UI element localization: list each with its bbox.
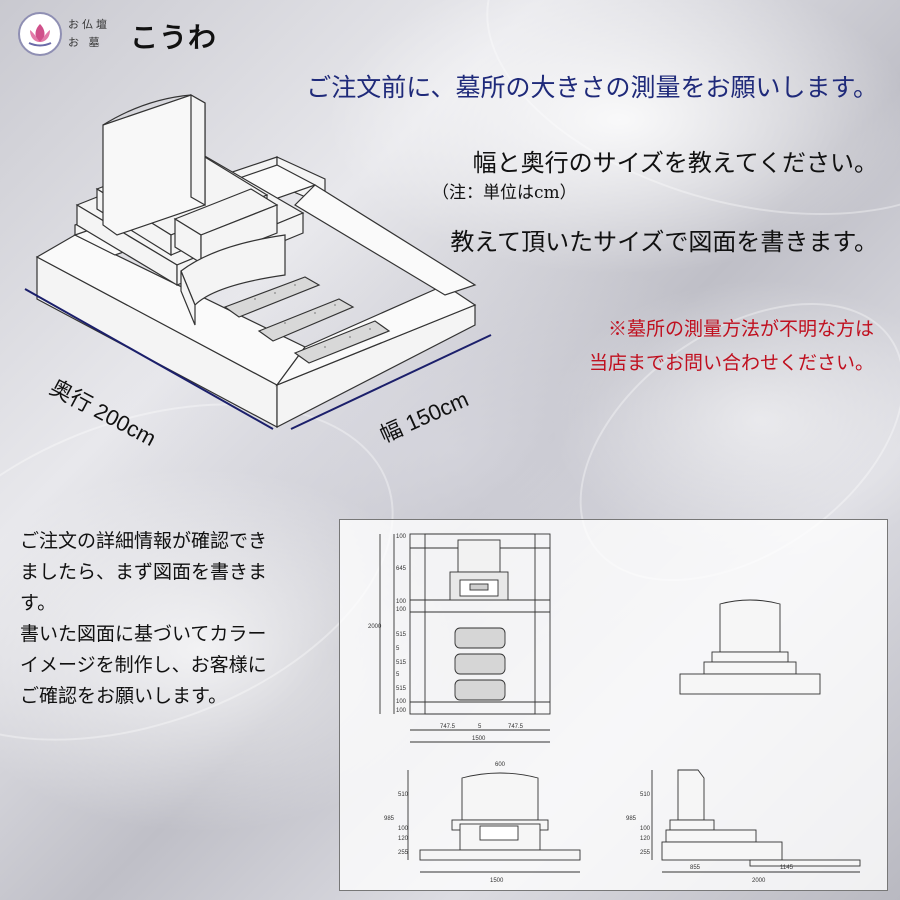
instruction-line-2: 教えて頂いたサイズで図面を書きます。 <box>450 228 878 256</box>
plan-label: 645 <box>396 566 407 572</box>
front-label: 100 <box>398 826 409 832</box>
side-label: 255 <box>640 850 651 856</box>
technical-drawing-panel: 100 645 100 100 515 5 515 5 515 100 100 … <box>339 519 888 891</box>
plan-label: 515 <box>396 660 407 666</box>
plan-bottom-right: 747.5 <box>508 724 524 730</box>
logo-brand-name: こうわ <box>130 21 218 54</box>
plan-label: 100 <box>396 607 407 613</box>
plan-label: 5 <box>396 646 400 652</box>
plan-label: 100 <box>396 534 407 540</box>
warning-line-2: 当店までお問い合わせください。 <box>588 352 874 374</box>
plan-bottom-left: 747.5 <box>440 724 456 730</box>
side-label: 985 <box>626 816 637 822</box>
description-line: 書いた図面に基づいてカラー <box>20 624 267 645</box>
description-line: ご確認をお願いします。 <box>20 686 228 707</box>
plan-view <box>379 533 551 743</box>
plan-label: 100 <box>396 708 407 714</box>
unit-note: （注：単位はcm） <box>432 183 577 203</box>
warning-line-1: ※墓所の測量方法が不明な方は <box>607 318 874 340</box>
side-label: 510 <box>640 792 651 798</box>
plan-total-depth: 2000 <box>368 624 382 630</box>
plan-bottom-mid: 5 <box>478 724 482 730</box>
side-label: 120 <box>640 836 651 842</box>
plan-label: 5 <box>396 672 400 678</box>
plan-label: 100 <box>396 599 407 605</box>
side-label: 100 <box>640 826 651 832</box>
front-elevation <box>407 770 581 873</box>
brand-logo[interactable]: お仏壇 お 墓 こうわ <box>18 10 228 56</box>
description-line: イメージを制作し、お客様に <box>20 655 267 676</box>
logo-top-line: お仏壇 <box>68 18 110 31</box>
plan-total-width: 1500 <box>472 736 486 742</box>
plan-label: 100 <box>396 699 407 705</box>
front-label: 985 <box>384 816 395 822</box>
description-line: ご注文の詳細情報が確認でき <box>20 531 268 552</box>
front-label: 120 <box>398 836 409 842</box>
plan-label: 515 <box>396 686 407 692</box>
warning-text: ※墓所の測量方法が不明な方は 当店までお問い合わせください。 <box>589 312 874 380</box>
front-label: 255 <box>398 850 409 856</box>
description-line: す。 <box>20 593 57 614</box>
front-label: 510 <box>398 792 409 798</box>
technical-drawing: 100 645 100 100 515 5 515 5 515 100 100 … <box>368 533 861 884</box>
side-elevation <box>651 769 861 873</box>
description-line: ましたら、まず図面を書きま <box>20 562 268 583</box>
front-total: 1500 <box>490 878 504 884</box>
logo-bottom-line: お 墓 <box>68 36 103 49</box>
process-description: ご注文の詳細情報が確認でき ましたら、まず図面を書きま す。 書いた図面に基づい… <box>20 526 340 712</box>
instruction-line-1: 幅と奥行のサイズを教えてください。 <box>472 149 878 177</box>
front-label: 600 <box>495 762 506 768</box>
plan-label: 515 <box>396 632 407 638</box>
isometric-grave-drawing <box>24 93 492 430</box>
lotus-icon <box>18 12 62 56</box>
side-bottom-left: 855 <box>690 865 701 871</box>
small-elevation <box>679 599 821 695</box>
headline: ご注文前に、墓所の大きさの測量をお願いします。 <box>306 73 878 102</box>
side-bottom-right: 1145 <box>780 865 794 871</box>
side-total: 2000 <box>752 878 766 884</box>
